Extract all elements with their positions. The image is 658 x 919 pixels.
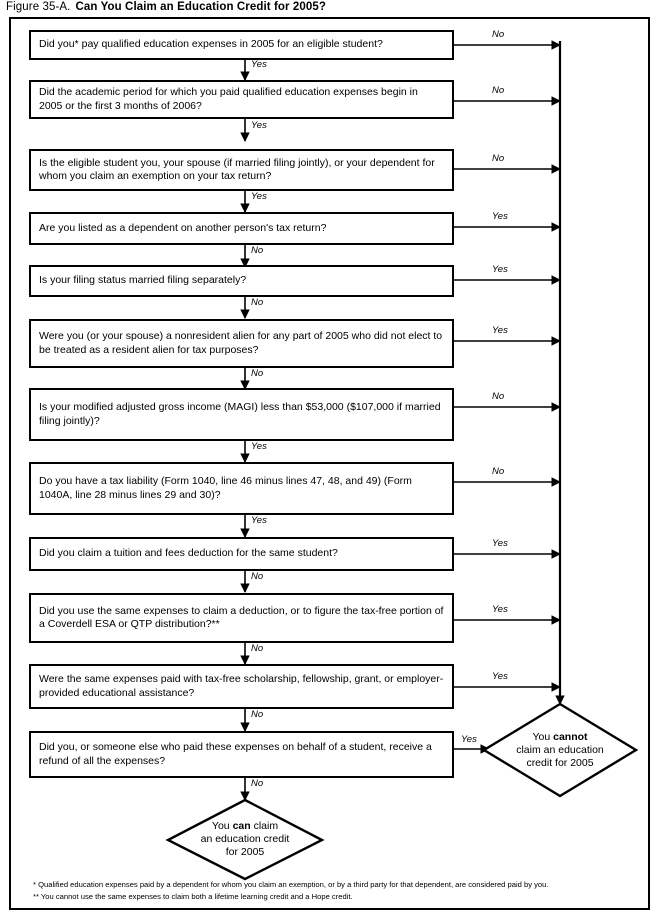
decision-box-q8-text: Do you have a tax liability (Form 1040, … [39, 475, 412, 501]
decision-box-q9[interactable]: Did you claim a tuition and fees deducti… [29, 537, 454, 571]
edge-label-q12-right: Yes [461, 734, 477, 745]
edge-label-q6-down: No [251, 368, 264, 379]
cannot-claim-diamond-shape [481, 702, 639, 798]
decision-box-q12[interactable]: Did you, or someone else who paid these … [29, 731, 454, 778]
edge-label-layer: Yes Yes Yes No No No Yes Yes No No No No… [11, 19, 648, 908]
edge-label-q9-right: Yes [492, 538, 508, 549]
edge-label-q8-right: No [492, 466, 505, 477]
decision-box-q7-text: Is your modified adjusted gross income (… [39, 401, 441, 427]
flowchart-connectors [240, 40, 565, 801]
decision-box-q7[interactable]: Is your modified adjusted gross income (… [29, 388, 454, 441]
footnote-2: ** You cannot use the same expenses to c… [33, 892, 353, 902]
footnote-1: * Qualified education expenses paid by a… [33, 880, 548, 890]
edge-label-q3-down: Yes [251, 191, 267, 202]
decision-box-q2-text: Did the academic period for which you pa… [39, 86, 418, 112]
figure-number: Figure 35-A. [6, 1, 71, 13]
edge-label-q2-right: No [492, 85, 505, 96]
decision-box-q9-text: Did you claim a tuition and fees deducti… [39, 547, 338, 560]
decision-box-q2[interactable]: Did the academic period for which you pa… [29, 80, 454, 119]
footnote-2-text: You cannot use the same expenses to clai… [40, 892, 353, 901]
decision-box-q6[interactable]: Were you (or your spouse) a nonresident … [29, 319, 454, 368]
edge-label-q3-right: No [492, 153, 505, 164]
decision-box-q1-text: Did you* pay qualified education expense… [39, 38, 383, 51]
edge-label-q4-right: Yes [492, 211, 508, 222]
edge-label-q2-down: Yes [251, 120, 267, 131]
edge-label-q11-down: No [251, 709, 264, 720]
edge-label-q5-down: No [251, 297, 264, 308]
decision-box-q3[interactable]: Is the eligible student you, your spouse… [29, 149, 454, 191]
edge-label-q1-down: Yes [251, 59, 267, 70]
edge-label-q8-down: Yes [251, 515, 267, 526]
decision-box-q11[interactable]: Were the same expenses paid with tax-fre… [29, 664, 454, 709]
figure-name: Can You Claim an Education Credit for 20… [75, 1, 327, 13]
edge-label-q1-right: No [492, 29, 505, 40]
decision-box-q6-text: Were you (or your spouse) a nonresident … [39, 330, 443, 356]
edge-label-q12-down: No [251, 778, 264, 789]
terminal-cannot-claim: You cannot claim an education credit for… [481, 702, 639, 798]
decision-box-q3-text: Is the eligible student you, your spouse… [39, 156, 435, 183]
decision-box-q8[interactable]: Do you have a tax liability (Form 1040, … [29, 462, 454, 515]
edge-label-q9-down: No [251, 571, 264, 582]
flowchart-frame: Yes Yes Yes No No No Yes Yes No No No No… [9, 17, 650, 910]
decision-box-q4[interactable]: Are you listed as a dependent on another… [29, 212, 454, 245]
can-claim-diamond-shape [165, 798, 325, 881]
edge-label-q10-right: Yes [492, 604, 508, 615]
edge-label-q5-right: Yes [492, 264, 508, 275]
edge-label-q4-down: No [251, 245, 264, 256]
decision-box-q11-text: Were the same expenses paid with tax-fre… [39, 673, 444, 699]
edge-label-q6-right: Yes [492, 325, 508, 336]
page-title: Figure 35-A. Can You Claim an Education C… [6, 1, 326, 13]
decision-box-q1[interactable]: Did you* pay qualified education expense… [29, 30, 454, 60]
edge-label-q7-right: No [492, 391, 505, 402]
terminal-can-claim: You can claim an education credit for 20… [165, 798, 325, 881]
decision-box-q10[interactable]: Did you use the same expenses to claim a… [29, 593, 454, 643]
decision-box-q5[interactable]: Is your filing status married filing sep… [29, 265, 454, 297]
decision-box-q10-text: Did you use the same expenses to claim a… [39, 604, 444, 631]
footnote-2-marker: ** [33, 892, 39, 901]
footnote-1-text: Qualified education expenses paid by a d… [38, 880, 549, 889]
decision-box-q12-text: Did you, or someone else who paid these … [39, 741, 432, 767]
edge-label-q10-down: No [251, 643, 264, 654]
decision-box-q4-text: Are you listed as a dependent on another… [39, 221, 327, 234]
edge-label-q11-right: Yes [492, 671, 508, 682]
edge-label-q7-down: Yes [251, 441, 267, 452]
decision-box-q5-text: Is your filing status married filing sep… [39, 274, 247, 287]
footnote-1-marker: * [33, 880, 36, 889]
